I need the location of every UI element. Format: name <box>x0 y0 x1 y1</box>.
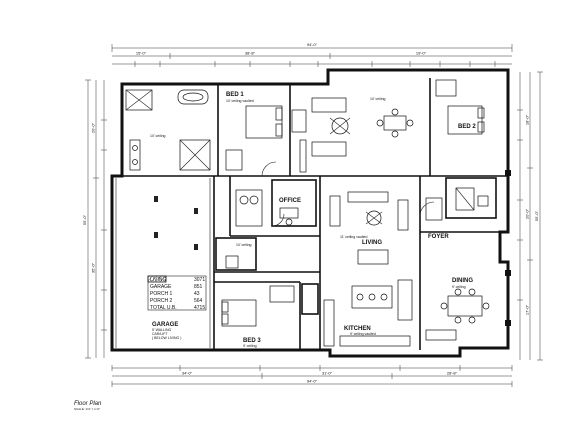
top-dimensions: 94'-0" 15'-0" 38'-8" 19'-0" <box>111 42 513 67</box>
area-label-3: PORCH 2 <box>150 298 172 304</box>
area-label-0: LIVING <box>150 277 167 283</box>
fridge-icon <box>397 279 413 321</box>
room-label-office: OFFICE <box>279 198 301 204</box>
dim-top-mid: 38'-8" <box>245 51 256 56</box>
living-couch-icon <box>357 249 389 265</box>
bathtub-icon <box>177 89 209 105</box>
area-value-2: 43 <box>194 291 200 297</box>
area-label-2: PORCH 1 <box>150 291 172 297</box>
room-label-living: LIVING <box>362 240 382 246</box>
garage-note-3: ( BELOW LIVING ) <box>152 336 181 340</box>
garage-note-1: 5' WALLING <box>152 328 171 332</box>
dim-top-left: 15'-0" <box>136 51 147 56</box>
area-value-1: 851 <box>194 284 203 290</box>
dim-left-b: 35'-0" <box>91 262 96 273</box>
right-dimensions: 55'-0" 18'-0" 20'-0" 17'-0" <box>517 71 543 361</box>
nightstand-icon <box>291 109 307 133</box>
bed3-bed-icon <box>221 299 257 327</box>
desk-icon <box>279 207 299 219</box>
legend-title: Floor Plan <box>74 401 102 407</box>
bottom-dimensions: 34'-0" 31'-0" 28'-8" 94'-0" <box>111 365 513 387</box>
toilet-icon <box>477 195 489 207</box>
legend-scale: SCALE: 1/4" = 1'-0" <box>74 407 100 411</box>
bed3-ceiling-note: 9' ceiling <box>243 344 257 348</box>
laundry-icon <box>235 189 263 227</box>
area-value-0: 3071 <box>194 277 205 283</box>
drawing-legend: Floor Plan SCALE: 1/4" = 1'-0" <box>74 401 102 411</box>
room-label-garage: GARAGE <box>152 322 178 328</box>
dim-top-right: 19'-0" <box>416 51 427 56</box>
great-room: 10' ceiling <box>299 97 414 173</box>
dim-right-b: 20'-0" <box>525 208 530 219</box>
dim-overall-bottom: 94'-0" <box>307 379 318 384</box>
sofa-icon-2 <box>311 141 347 157</box>
dim-overall-top: 94'-0" <box>307 42 318 47</box>
room-label-dining: DINING <box>452 278 473 284</box>
closet-icon <box>225 149 243 171</box>
shower-icon <box>179 139 211 171</box>
bed2-room: BED 2 <box>435 79 489 211</box>
room-label-kitchen: KITCHEN <box>344 326 371 332</box>
garage-room: LIVING 3071 GARAGE 851 PORCH 1 43 PORCH … <box>115 178 211 348</box>
dim-right-c: 17'-0" <box>525 304 530 315</box>
bed-icon <box>245 105 283 139</box>
dim-left-overall: 55'-0" <box>82 214 87 225</box>
kitchen-ceiling-note: 9' ceiling vaulted <box>350 332 376 336</box>
exterior-wall <box>110 68 510 358</box>
kitchen-counter-bottom-icon <box>339 335 411 347</box>
bed2-closet-icon <box>435 79 457 97</box>
living-fan-icon <box>366 210 382 226</box>
ceiling-fan-icon <box>331 117 349 135</box>
dim-bottom-b: 31'-0" <box>322 371 333 376</box>
porch-posts <box>505 170 511 326</box>
dim-left-a: 20'-0" <box>91 122 96 133</box>
kitchen-island-icon <box>351 285 393 309</box>
interior-walls <box>122 78 508 350</box>
hall-ceiling-note: 10' ceiling <box>236 243 252 247</box>
dim-bottom-a: 34'-0" <box>182 371 193 376</box>
living-room: LIVING 11' ceiling vaulted <box>329 191 409 265</box>
room-label-bed2: BED 2 <box>458 124 476 130</box>
kitchen-room: KITCHEN 9' ceiling vaulted <box>323 279 413 347</box>
left-dimensions: 55'-0" 20'-0" 35'-0" <box>82 79 107 359</box>
dim-right-overall: 55'-0" <box>534 210 539 221</box>
living-top-ceiling-note: 10' ceiling <box>370 97 386 101</box>
dim-bottom-c: 28'-8" <box>447 371 458 376</box>
vanity-icon <box>129 139 141 171</box>
living-ceiling-note: 11' ceiling vaulted <box>340 235 368 239</box>
sofa-icon <box>311 97 347 113</box>
bed2-shower-icon <box>455 187 475 211</box>
room-label-bed3: BED 3 <box>243 338 261 344</box>
bed2-bed-icon <box>447 105 483 135</box>
master-bath-fixtures: 10' ceiling <box>125 89 211 171</box>
dining-ceiling-note: 9' ceiling <box>452 285 466 289</box>
master-bath-ceiling-note: 10' ceiling <box>150 134 166 138</box>
living-sofa-icon <box>347 191 389 203</box>
garage-note-2: CAR/LIFT <box>152 332 168 336</box>
water-heater-icon <box>225 255 239 269</box>
bed3-room: BED 3 9' ceiling <box>221 285 295 348</box>
area-label-1: GARAGE <box>150 284 172 290</box>
office-room: OFFICE <box>271 198 301 227</box>
area-value-4: 4715 <box>194 305 205 311</box>
bed1-ceiling-note: 10' ceiling vaulted <box>226 99 254 103</box>
area-label-4: TOTAL U.B. <box>150 305 177 311</box>
foyer-room: FOYER <box>419 197 449 240</box>
bed1-room: BED 1 10' ceiling vaulted <box>225 92 307 177</box>
area-value-3: 564 <box>194 298 203 304</box>
hall-area: 10' ceiling <box>225 189 263 269</box>
bed3-closet-icon <box>269 285 295 303</box>
coat-closet-icon <box>425 197 443 221</box>
dining-table-icon <box>447 295 483 317</box>
room-label-bed1: BED 1 <box>226 92 244 98</box>
dining-table-top-icon <box>383 115 407 131</box>
dim-right-a: 18'-0" <box>525 114 530 125</box>
room-label-foyer: FOYER <box>428 234 449 240</box>
dining-room: DINING 9' ceiling <box>425 278 490 341</box>
area-table: LIVING 3071 GARAGE 851 PORCH 1 43 PORCH … <box>147 275 207 311</box>
kitchen-counter-icon <box>323 299 335 347</box>
